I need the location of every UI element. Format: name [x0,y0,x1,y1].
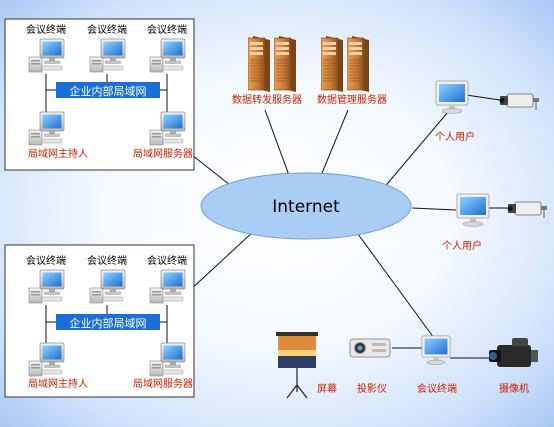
lan-bottom-terminal-1-label: 会议终端 [26,254,66,267]
lan-top: 会议终端 会议终端 会议终端 企业内部局域网 局域网主持人 局域网服务器 [4,18,195,171]
personal-user-2-label: 个人用户 [442,239,482,252]
internet-links [187,94,508,359]
lan-top-server-label: 局域网服务器 [133,147,193,160]
link-user-1 [381,111,449,191]
lan-bottom-network-bar [56,314,160,330]
link-meeting-room [354,229,435,339]
monitor-icon[interactable] [456,193,490,227]
projector-icon[interactable] [349,338,391,358]
lan-top-network-bar [56,82,160,98]
lan-bottom-server-label: 局域网服务器 [133,377,193,390]
link-user-2 [411,207,457,211]
lan-top-network-label: 企业内部局域网 [70,84,147,98]
server-tower-icon[interactable] [321,36,343,92]
link-lan-bottom [187,229,256,293]
monitor-icon[interactable] [421,335,451,365]
server-group: 数据转发服务器 数据管理服务器 [232,36,387,106]
screen-label: 屏幕 [317,382,337,395]
lan-bottom-terminal-3-label: 会议终端 [147,254,187,267]
personal-user-1: 个人用户 [435,80,540,143]
lan-top-terminal-2-label: 会议终端 [87,23,127,36]
personal-user-2: 个人用户 [442,193,548,252]
lan-bottom-network-label: 企业内部局域网 [70,316,147,330]
meeting-room: 屏幕 投影仪 会议终端 摄像机 [276,332,538,399]
lan-bottom-terminal-2-label: 会议终端 [87,254,127,267]
lan-top-host-label: 局域网主持人 [28,147,88,160]
webcam-icon[interactable] [499,93,540,111]
server-tower-icon[interactable] [347,36,369,92]
monitor-icon[interactable] [435,80,469,114]
camcorder-label: 摄像机 [499,382,529,395]
projector-label: 投影仪 [357,382,387,395]
projection-screen-icon[interactable] [276,332,318,399]
internet-label: Internet [272,197,340,217]
link-manage-server [319,109,349,179]
lan-top-terminal-3-label: 会议终端 [147,23,187,36]
lan-top-terminal-1-label: 会议终端 [26,23,66,36]
personal-user-1-label: 个人用户 [435,130,475,143]
server-tower-icon[interactable] [274,36,296,92]
manage-server-label: 数据管理服务器 [317,93,387,106]
camcorder-icon[interactable] [489,338,538,367]
webcam-icon[interactable] [507,201,548,219]
link-lan-top [191,154,231,186]
link-camera-1 [465,94,501,101]
forward-server-label: 数据转发服务器 [232,93,302,106]
link-forward-server [264,109,291,179]
lan-bottom-host-label: 局域网主持人 [28,377,88,390]
server-tower-icon[interactable] [248,36,270,92]
meeting-terminal-label: 会议终端 [417,382,457,395]
internet-cloud [200,172,412,240]
lan-bottom: 会议终端 会议终端 会议终端 企业内部局域网 局域网主持人 局域网服务器 [4,244,195,398]
